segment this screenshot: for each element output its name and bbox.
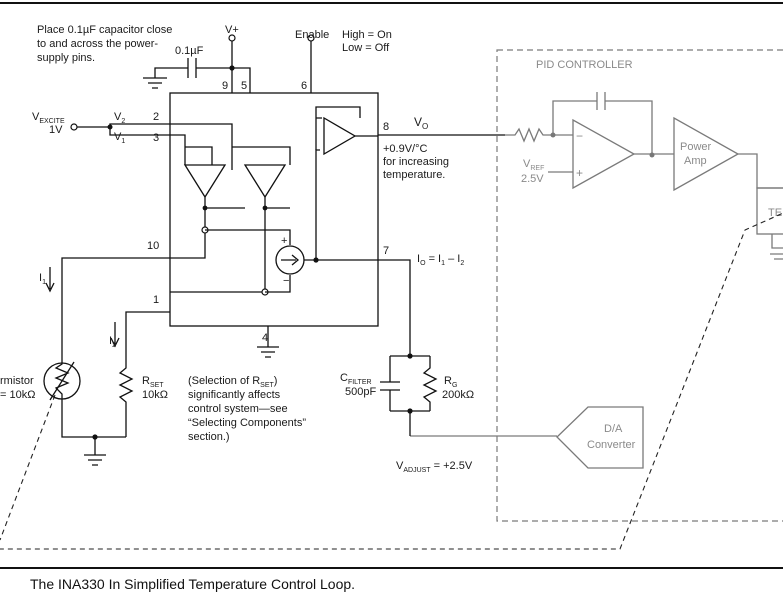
- pid-title: PID CONTROLLER: [536, 59, 633, 71]
- vexcite-value: 1V: [49, 124, 63, 136]
- enable-terminal: [307, 34, 315, 42]
- vexcite-label: VEXCITE: [32, 111, 65, 125]
- power-amp: [673, 116, 740, 192]
- svg-text:5: 5: [241, 80, 247, 92]
- tec-label: TE: [768, 207, 782, 219]
- thermistor-label-2: = 10kΩ: [0, 389, 35, 401]
- svg-text:1: 1: [153, 294, 159, 306]
- pid-feedback-wire: [552, 100, 653, 155]
- svg-text:3: 3: [153, 132, 159, 144]
- svg-text:7: 7: [383, 245, 389, 257]
- capacitor-note-3: supply pins.: [37, 52, 95, 64]
- chip-ground: [257, 346, 279, 358]
- enable-low: Low = Off: [342, 42, 390, 54]
- vo-desc-3: temperature.: [383, 169, 445, 181]
- pin7-wire: [378, 259, 411, 356]
- thermal-coupling-path: [0, 212, 783, 550]
- rset-resistor: [118, 311, 170, 437]
- pid-controller-block: PID CONTROLLER − + VREF 2.5V Power Amp T…: [378, 49, 783, 522]
- cfilter-capacitor: [380, 356, 400, 411]
- chip-body: [169, 92, 379, 327]
- rset-note-1: (Selection of RSET): [188, 375, 277, 389]
- vo-desc-1: +0.9V/°C: [383, 143, 428, 155]
- io-label: IO = I1 – I2: [417, 253, 464, 267]
- dac-block: D/A Converter: [410, 406, 644, 469]
- svg-text:Amp: Amp: [684, 155, 707, 167]
- thermistor-label-1: rmistor: [0, 375, 34, 387]
- cfilter-label: CFILTER: [340, 372, 372, 386]
- pid-dashed-border: [496, 49, 783, 522]
- svg-text:4: 4: [262, 332, 268, 344]
- cfilter-value: 500pF: [345, 386, 376, 398]
- buffer-amp-1: [183, 164, 227, 199]
- rset-note-2: significantly affects: [188, 389, 281, 401]
- vplus-terminal: [228, 34, 236, 42]
- svg-text:D/A: D/A: [604, 423, 623, 435]
- supply-cap-ground: [143, 77, 167, 89]
- svg-text:2: 2: [153, 111, 159, 123]
- supply-capacitor: [187, 58, 197, 78]
- vo-label: VO: [414, 115, 428, 131]
- capacitor-note-1: Place 0.1µF capacitor close: [37, 24, 172, 36]
- vref-label: VREF: [523, 158, 544, 172]
- svg-text:+: +: [281, 235, 287, 247]
- ina330-chip: 9 5 6 2 3 8 10 7 1 4 V+ 0.1µF Enable Hig…: [32, 24, 392, 358]
- rset-label: RSET: [142, 375, 164, 389]
- enable-label: Enable: [295, 29, 329, 41]
- i1-label: I1: [39, 272, 46, 286]
- rg-resistor: [422, 356, 438, 411]
- rset-note-4: “Selecting Components”: [188, 417, 306, 429]
- rset-value: 10kΩ: [142, 389, 168, 401]
- thermistor-ground: [84, 437, 106, 466]
- i2-label: I2: [109, 335, 116, 349]
- pid-feedback-capacitor: [596, 92, 606, 110]
- output-amp: [323, 116, 357, 156]
- pid-opamp: [572, 118, 636, 190]
- tec-box: [756, 187, 783, 235]
- svg-text:10: 10: [147, 240, 159, 252]
- vadjust-label: VADJUST = +2.5V: [396, 460, 473, 474]
- svg-text:6: 6: [301, 80, 307, 92]
- svg-text:−: −: [283, 275, 289, 287]
- top-rule: [0, 2, 783, 4]
- capacitor-note-2: to and across the power-: [37, 38, 158, 50]
- v2-label: V2: [114, 111, 125, 125]
- vexcite-terminal: [70, 123, 78, 131]
- svg-text:9: 9: [222, 80, 228, 92]
- figure-caption: The INA330 In Simplified Temperature Con…: [30, 576, 356, 592]
- enable-high: High = On: [342, 29, 392, 41]
- svg-text:8: 8: [383, 121, 389, 133]
- v1-label: V1: [114, 131, 125, 145]
- svg-text:Converter: Converter: [587, 439, 636, 451]
- svg-text:−: −: [576, 129, 583, 143]
- buffer-amp-2: [243, 164, 287, 199]
- vo-desc-2: for increasing: [383, 156, 449, 168]
- tec-ground: [770, 253, 783, 260]
- pid-input-resistor: [505, 127, 548, 143]
- vplus-label: V+: [225, 24, 239, 36]
- i2-arrow: [110, 322, 120, 348]
- i1-arrow: [45, 267, 55, 293]
- dac-shape: [556, 406, 644, 469]
- rg-value: 200kΩ: [442, 389, 474, 401]
- rset-note-5: section.): [188, 431, 230, 443]
- bottom-rule: [0, 567, 783, 569]
- vref-value: 2.5V: [521, 173, 544, 185]
- rset-note-3: control system—see: [188, 403, 288, 415]
- svg-text:+: +: [576, 166, 583, 180]
- svg-text:Power: Power: [680, 141, 712, 153]
- rg-label: RG: [444, 375, 457, 389]
- supply-cap-value: 0.1µF: [175, 45, 204, 57]
